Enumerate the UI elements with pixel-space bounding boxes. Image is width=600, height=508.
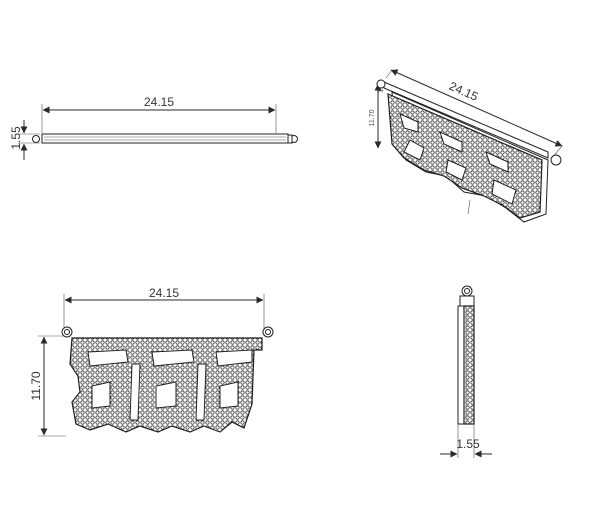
iso-extension-left bbox=[385, 69, 393, 79]
side-bail bbox=[459, 295, 475, 307]
top-view: 24.15 1.55 bbox=[9, 95, 298, 160]
iso-width-label: 24.15 bbox=[447, 79, 480, 104]
side-view: 1.55 bbox=[440, 285, 492, 458]
side-pave-edge bbox=[463, 305, 475, 425]
left-jump-ring bbox=[32, 135, 40, 143]
iso-width-dimension-line bbox=[390, 69, 563, 147]
front-left-jump-ring-inner bbox=[64, 329, 70, 335]
front-cutout-digit-3-lower bbox=[219, 381, 239, 409]
iso-right-jump-ring bbox=[550, 154, 562, 166]
iso-height-label: 11.70 bbox=[369, 109, 376, 126]
iso-cutout bbox=[485, 151, 509, 173]
front-digit-gap-1 bbox=[129, 363, 141, 421]
front-cutout-digit-2-lower bbox=[155, 381, 177, 409]
iso-cutout bbox=[403, 139, 425, 161]
iso-cutout bbox=[439, 131, 463, 153]
iso-cutout bbox=[491, 179, 517, 205]
front-cutout-digit-1-top bbox=[87, 349, 129, 367]
front-right-jump-ring-inner bbox=[265, 329, 271, 335]
side-thickness-label: 1.55 bbox=[456, 437, 480, 451]
front-height-label: 11.70 bbox=[29, 371, 43, 400]
front-digit-gap-2 bbox=[195, 363, 207, 421]
side-jump-ring-inner bbox=[464, 288, 470, 294]
front-view: 24.15 11.70 bbox=[29, 286, 274, 437]
front-cutout-digit-2-top bbox=[151, 349, 195, 367]
top-width-label: 24.15 bbox=[144, 95, 174, 109]
iso-leader bbox=[467, 199, 471, 215]
isometric-view: 24.15 11.70 1.55 bbox=[369, 69, 563, 223]
iso-cutout bbox=[399, 113, 419, 133]
front-cutout-digit-3-top bbox=[215, 349, 253, 367]
front-cutout-digit-1-lower bbox=[91, 381, 111, 409]
right-clasp-stub bbox=[287, 134, 293, 144]
front-width-label: 24.15 bbox=[149, 286, 179, 300]
top-thickness-label: 1.55 bbox=[9, 126, 23, 150]
iso-left-jump-ring bbox=[376, 79, 386, 89]
iso-cutout bbox=[445, 159, 467, 181]
top-part-body bbox=[41, 133, 289, 144]
